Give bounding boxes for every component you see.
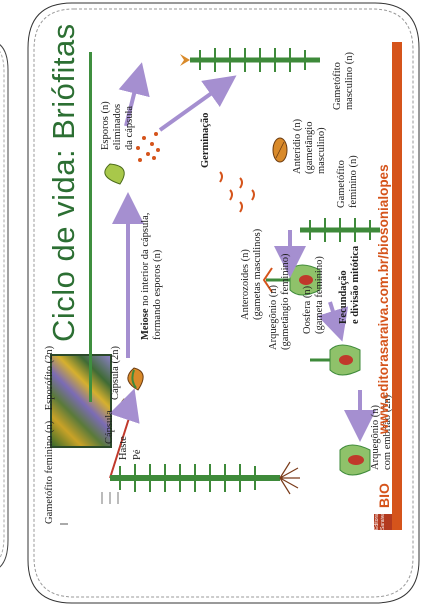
label-oosfera-2: (gameta feminino) [314,256,325,334]
label-fecundacao-2: e divisão mitótica [350,246,361,324]
label-fecundacao-1: Fecundação [338,270,349,324]
label-anteridio-2: (gametângio [304,122,315,174]
label-meiose-2: formando esporos (n) [152,250,163,340]
gametophyte-feminine-left [110,462,300,494]
label-gam-masc-2: masculino (n) [344,52,355,110]
label-anteridio-1: Anterídio (n) [292,119,303,174]
archegonium-embryo [340,445,370,475]
label-anterozoides-1: Anterozoides (n) [240,249,251,320]
label-gam-fem-1: Gametófito [336,160,347,208]
antheridium [273,138,287,162]
label-gam-fem-2: feminino (n) [348,155,359,208]
capsule-2n [128,368,143,390]
footer-url[interactable]: www.editorasaraiva.com.br/biosonialopes [376,164,391,434]
label-esporos-2: eliminados [112,104,123,150]
label-gam-masc-1: Gametófito [332,62,343,110]
archegonium-fertilized [310,345,360,375]
female-gametophyte [300,218,380,242]
label-gametofito-feminino-side: Gametófito feminino (n) [44,421,55,524]
male-gametophyte [180,48,320,72]
footer-bio: BIO [376,483,392,508]
slide: Ciclo de vida: Briófitas [40,42,402,530]
germinating-spores [220,172,254,212]
label-capsula: Cápsula [104,410,115,444]
label-capsula-2n: Cápsula (2n) [110,346,121,400]
label-esporos-1: Esporos (n) [100,101,111,150]
label-arquegonio-2: (gametângio feminino) [280,253,291,350]
label-pe: Pé [132,450,143,461]
side-labels: Gametófito feminino (n) Esporófito (2n) [44,374,55,524]
label-esporofito: Esporófito (2n) [44,346,55,410]
label-esporos-3: da cápsula [124,106,135,150]
label-arquegonio-1: Arquegônio (n) [268,285,279,350]
meiose-bold: Meiose [140,309,151,341]
label-anterozoides-2: (gametas masculinos) [252,229,263,320]
label-anteridio-3: masculino) [316,127,327,174]
label-germinacao: Germinação [200,113,211,168]
slide-content-rotated: Ciclo de vida: Briófitas [40,42,402,530]
label-oosfera-1: Oosfera (n) [302,286,313,334]
footer-bar [392,42,402,530]
meiose-rest-1: no interior da cápsula, [140,213,151,309]
publisher-logo: Editora Saraiva [374,514,392,530]
label-meiose: Meiose no interior da cápsula, [140,213,151,340]
label-haste: Haste [118,436,129,460]
